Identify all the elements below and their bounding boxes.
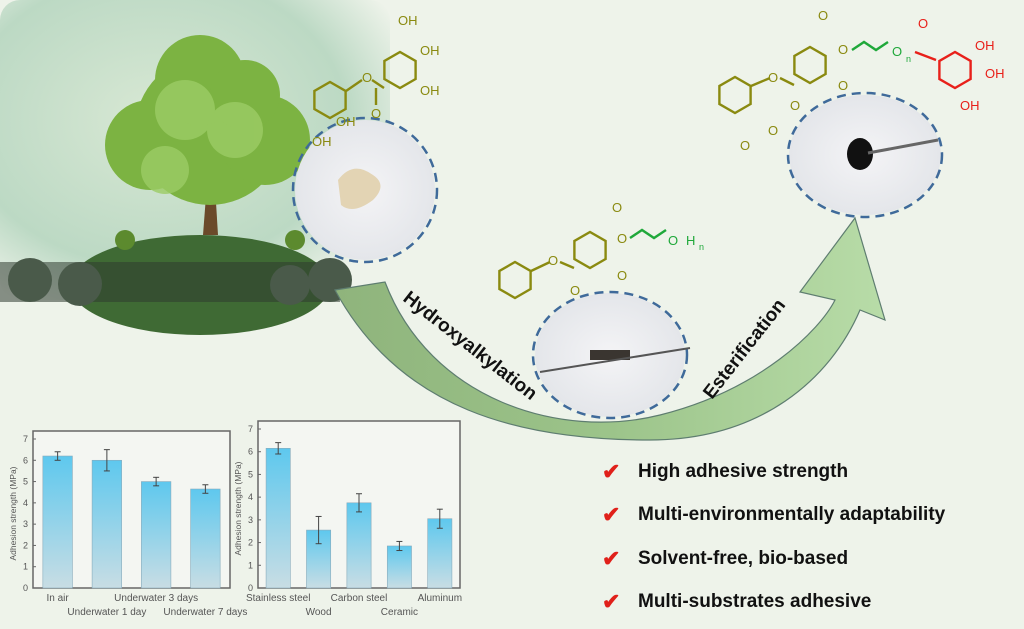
atom-label: O: [768, 70, 778, 85]
atom-label: O: [548, 253, 558, 268]
y-tick-label: 6: [23, 455, 28, 465]
adhesive-photo: [786, 91, 944, 219]
check-icon: ✔: [602, 502, 621, 528]
y-tick-label: 7: [23, 434, 28, 444]
bar: [190, 488, 221, 589]
bar: [386, 545, 412, 589]
check-icon: ✔: [602, 458, 621, 484]
x-tick-label: In air: [47, 593, 70, 604]
y-tick-label: 3: [248, 515, 253, 525]
feature-item: ✔ Multi-substrates adhesive: [602, 581, 945, 625]
atom-label: O: [838, 78, 848, 93]
atom-label: OH: [312, 134, 332, 149]
atom-label: O: [768, 123, 778, 138]
x-tick-label: Wood: [306, 607, 332, 618]
atom-label: O: [918, 16, 928, 31]
bar: [91, 459, 122, 589]
feature-list: ✔ High adhesive strength ✔ Multi-environme…: [602, 450, 945, 624]
y-tick-label: 1: [248, 560, 253, 570]
atom-label: OH: [975, 38, 995, 53]
atom-label: O: [362, 70, 372, 85]
bar: [265, 448, 291, 589]
y-tick-label: 5: [248, 469, 253, 479]
propylene-chain: [629, 228, 667, 240]
atom-label: OH: [960, 98, 980, 113]
atom-label: H: [686, 233, 695, 248]
atom-label: O: [838, 42, 848, 57]
x-tick-label: Underwater 3 days: [114, 593, 198, 604]
y-tick-label: 0: [23, 583, 28, 593]
feature-label: Multi-environmentally adaptability: [638, 504, 946, 526]
bond: [530, 260, 551, 273]
atom-label: O: [818, 8, 828, 23]
x-tick-label: Carbon steel: [331, 593, 388, 604]
y-tick-label: 0: [248, 583, 253, 593]
atom-label: O: [617, 268, 627, 283]
bond: [750, 76, 771, 88]
atom-label: O: [790, 98, 800, 113]
feature-item: ✔ High adhesive strength: [602, 450, 945, 494]
y-tick-label: 3: [23, 519, 28, 529]
atom-label: O: [371, 106, 381, 121]
atom-label: OH: [398, 13, 418, 28]
x-tick-label: Underwater 1 day: [67, 607, 146, 618]
atom-label: O: [892, 44, 902, 59]
bond: [914, 50, 937, 62]
propylene-chain: [851, 40, 889, 52]
benzene-ring: [793, 45, 827, 85]
atom-label: OH: [336, 114, 356, 129]
benzene-ring: [383, 50, 417, 90]
atom-label: O: [570, 283, 580, 298]
benzene-ring: [313, 80, 347, 120]
bond: [779, 76, 795, 87]
x-tick-label: Aluminum: [418, 593, 462, 604]
bar: [141, 481, 172, 589]
x-tick-label: Underwater 7 days: [163, 607, 247, 618]
bond: [559, 260, 575, 270]
check-icon: ✔: [602, 589, 621, 615]
feature-label: Solvent-free, bio-based: [638, 547, 849, 569]
tannic-acid-photo: [291, 116, 439, 264]
feature-item: ✔ Solvent-free, bio-based: [602, 537, 945, 581]
atom-label: O: [740, 138, 750, 153]
atom-label: O: [612, 200, 622, 215]
atom-label: n: [699, 242, 704, 252]
intermediate-photo: [531, 290, 691, 420]
x-tick-label: Ceramic: [381, 607, 418, 618]
y-tick-label: 1: [23, 562, 28, 572]
atom-label: O: [617, 231, 627, 246]
bar: [346, 502, 372, 589]
atom-label: n: [906, 54, 911, 64]
benzene-ring: [573, 230, 607, 270]
y-tick-label: 4: [23, 498, 28, 508]
bond: [345, 79, 363, 92]
atom-label: OH: [985, 66, 1005, 81]
feature-label: High adhesive strength: [638, 460, 849, 482]
benzene-ring: [938, 50, 972, 90]
atom-label: OH: [420, 43, 440, 58]
bar: [427, 518, 453, 589]
y-tick-label: 4: [248, 492, 253, 502]
bond: [371, 79, 385, 89]
y-tick-label: 2: [248, 538, 253, 548]
y-tick-label: 7: [248, 424, 253, 434]
bar: [42, 455, 73, 589]
y-axis-label: Adhesion strength (MPa): [8, 466, 18, 560]
atom-label: O: [668, 233, 678, 248]
benzene-ring: [498, 260, 532, 300]
check-icon: ✔: [602, 545, 621, 571]
feature-item: ✔ Multi-environmentally adaptability: [602, 494, 945, 538]
process-arrow: [334, 216, 886, 441]
x-tick-label: Stainless steel: [246, 593, 310, 604]
feature-label: Multi-substrates adhesive: [638, 591, 872, 613]
benzene-ring: [718, 75, 752, 115]
y-axis-label: Adhesion strength (MPa): [233, 461, 243, 555]
y-tick-label: 5: [23, 477, 28, 487]
atom-label: OH: [420, 83, 440, 98]
y-tick-label: 2: [23, 540, 28, 550]
y-tick-label: 6: [248, 447, 253, 457]
